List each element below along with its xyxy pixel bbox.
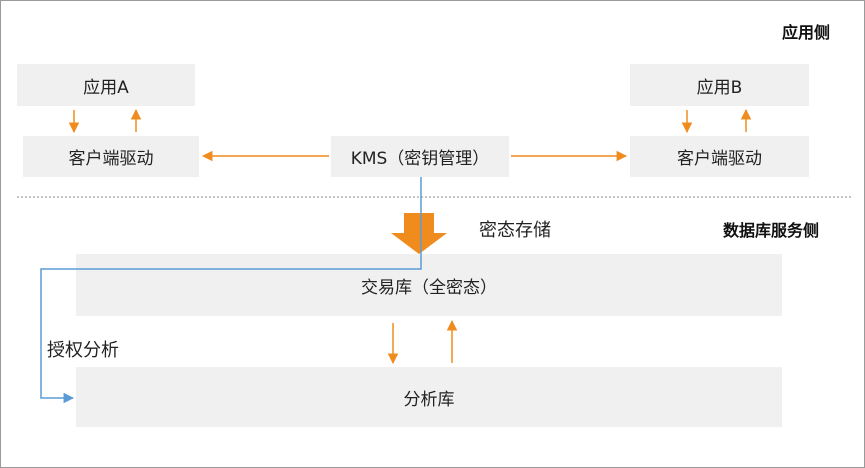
authorized-analysis-label: 授权分析 [47,340,119,361]
client-driver-a-box: 客户端驱动 [23,136,199,177]
app-a-box: 应用A [17,64,195,106]
kms-box: KMS（密钥管理） [331,136,509,177]
app-b-box: 应用B [630,64,809,106]
analysis-db-box: 分析库 [76,367,782,427]
trade-db-box: 交易库（全密态） [76,254,782,316]
encrypted-storage-label: 密态存储 [479,220,551,241]
client-driver-b-box: 客户端驱动 [630,136,809,177]
app-side-label: 应用侧 [782,23,831,42]
db-side-label: 数据库服务侧 [723,221,820,240]
big-down-arrow-icon [391,213,447,254]
